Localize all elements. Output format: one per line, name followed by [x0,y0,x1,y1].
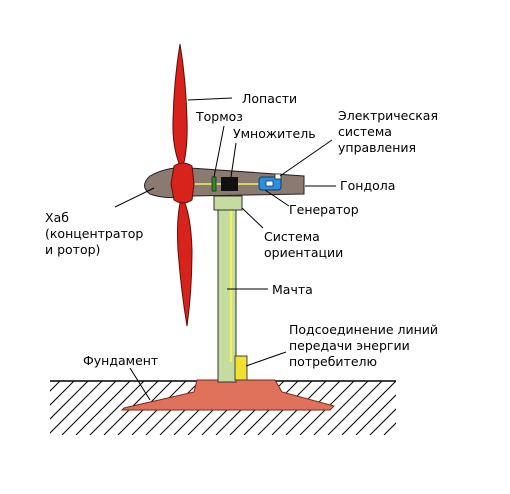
leader-power-lines [245,351,287,367]
leader-hub [114,187,155,208]
leader-brake [213,125,225,178]
brake-shape [211,176,217,192]
orientation-system [213,195,243,211]
multiplier-shape [221,177,238,191]
control-system-shape [274,173,282,180]
label-blades: Лопасти [242,91,297,106]
label-foundation: Фундамент [83,353,158,368]
label-hub-2: (концентратор [45,226,143,241]
label-orientation-1: Система [264,229,320,244]
label-multiplier: Умножитель [233,126,316,141]
label-hub-1: Хаб [45,210,69,225]
label-control-system-2: система [338,124,392,139]
leader-blades [187,97,233,101]
leader-generator [264,189,290,207]
hub-shape [170,162,195,204]
label-generator: Генератор [289,202,359,217]
generator-core [265,180,274,187]
label-power-lines-3: потребителю [289,354,377,369]
foundation-shape [120,379,335,411]
blade-top [172,43,188,172]
label-control-system-1: Электрическая [338,108,438,123]
mast-shape [217,207,237,383]
label-nacelle: Гондола [340,178,395,193]
leader-control-system [279,139,333,177]
label-power-lines-2: передачи энергии [289,338,410,353]
power-connector [234,355,248,381]
label-brake: Тормоз [195,109,243,124]
label-mast: Мачта [272,282,313,297]
leader-lines [114,97,336,401]
label-control-system-3: управления [338,140,416,155]
label-power-lines-1: Подсоединение линий [289,322,438,337]
label-orientation-2: ориентации [264,245,343,260]
blade-bottom [177,194,193,327]
leader-foundation [129,367,151,401]
leader-orientation [241,207,264,229]
leader-multiplier [230,142,237,178]
label-hub-3: и ротор) [45,242,100,257]
